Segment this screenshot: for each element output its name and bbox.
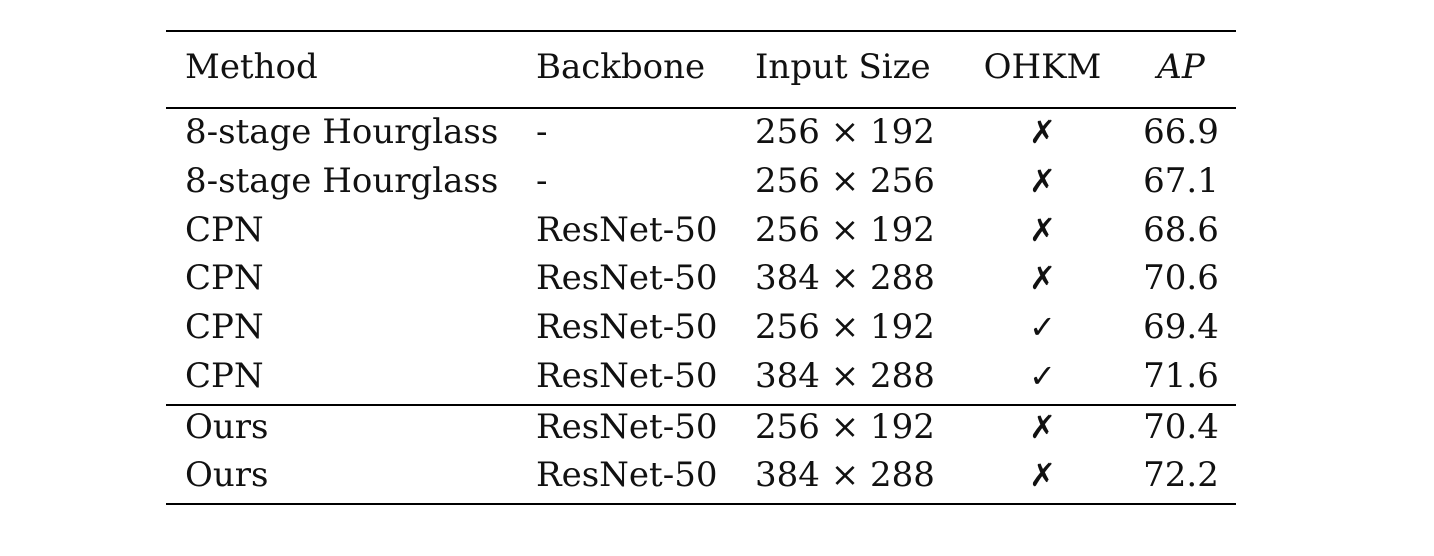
cell-backbone: ResNet-50 xyxy=(536,258,718,298)
cell-input-size: 384 × 288 xyxy=(755,258,935,298)
table-row: 8-stage Hourglass - 256 × 256 ✗ 67.1 xyxy=(0,157,1434,206)
cell-backbone: - xyxy=(536,161,548,201)
cell-input-size: 256 × 192 xyxy=(755,112,935,152)
cell-input-size: 256 × 256 xyxy=(755,161,935,201)
check-icon: ✓ xyxy=(1029,308,1056,346)
header-rule xyxy=(166,107,1236,109)
cell-method: Ours xyxy=(185,455,269,495)
cell-backbone: ResNet-50 xyxy=(536,407,718,447)
cell-backbone: ResNet-50 xyxy=(536,307,718,347)
cross-icon: ✗ xyxy=(1029,211,1056,249)
cross-icon: ✗ xyxy=(1029,456,1056,494)
check-icon: ✓ xyxy=(1029,357,1056,395)
top-rule xyxy=(166,30,1236,32)
cell-ap: 67.1 xyxy=(1143,161,1219,201)
cell-method: CPN xyxy=(185,258,264,298)
table-row: Ours ResNet-50 256 × 192 ✗ 70.4 xyxy=(0,403,1434,452)
cell-method: 8-stage Hourglass xyxy=(185,161,499,201)
cell-input-size: 256 × 192 xyxy=(755,307,935,347)
table-row: CPN ResNet-50 384 × 288 ✓ 71.6 xyxy=(0,352,1434,401)
cell-backbone: ResNet-50 xyxy=(536,210,718,250)
table-row: CPN ResNet-50 256 × 192 ✗ 68.6 xyxy=(0,206,1434,255)
table-row: 8-stage Hourglass - 256 × 192 ✗ 66.9 xyxy=(0,108,1434,157)
cell-method: CPN xyxy=(185,307,264,347)
header-input-size: Input Size xyxy=(755,47,931,87)
cell-ap: 70.6 xyxy=(1143,258,1219,298)
cell-ap: 69.4 xyxy=(1143,307,1219,347)
table-row: CPN ResNet-50 256 × 192 ✓ 69.4 xyxy=(0,303,1434,352)
header-backbone: Backbone xyxy=(536,47,706,87)
cell-method: Ours xyxy=(185,407,269,447)
bottom-rule xyxy=(166,503,1236,505)
cross-icon: ✗ xyxy=(1029,408,1056,446)
header-ap: AP xyxy=(1157,47,1205,87)
cell-ap: 71.6 xyxy=(1143,356,1219,396)
header-ohkm: OHKM xyxy=(983,47,1102,87)
cell-ap: 72.2 xyxy=(1143,455,1219,495)
cell-input-size: 256 × 192 xyxy=(755,407,935,447)
cell-input-size: 256 × 192 xyxy=(755,210,935,250)
table-header-row: Method Backbone Input Size OHKM AP xyxy=(0,43,1434,92)
cross-icon: ✗ xyxy=(1029,162,1056,200)
cell-backbone: - xyxy=(536,112,548,152)
table-row: CPN ResNet-50 384 × 288 ✗ 70.6 xyxy=(0,254,1434,303)
cell-method: CPN xyxy=(185,210,264,250)
cell-input-size: 384 × 288 xyxy=(755,356,935,396)
table-row: Ours ResNet-50 384 × 288 ✗ 72.2 xyxy=(0,451,1434,500)
cell-method: CPN xyxy=(185,356,264,396)
header-method: Method xyxy=(185,47,318,87)
cell-ap: 68.6 xyxy=(1143,210,1219,250)
group-rule xyxy=(166,404,1236,406)
cell-backbone: ResNet-50 xyxy=(536,356,718,396)
cross-icon: ✗ xyxy=(1029,259,1056,297)
cell-ap: 66.9 xyxy=(1143,112,1219,152)
cell-input-size: 384 × 288 xyxy=(755,455,935,495)
cell-backbone: ResNet-50 xyxy=(536,455,718,495)
cell-ap: 70.4 xyxy=(1143,407,1219,447)
cross-icon: ✗ xyxy=(1029,113,1056,151)
cell-method: 8-stage Hourglass xyxy=(185,112,499,152)
